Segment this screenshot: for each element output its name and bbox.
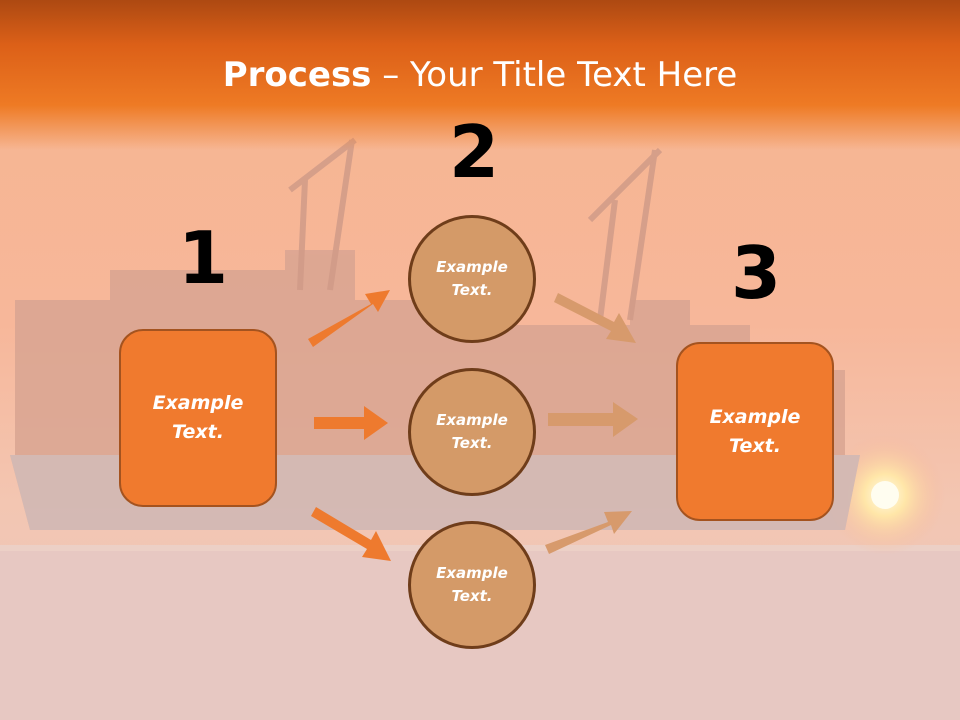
page-title: Process – Your Title Text Here [0, 52, 960, 98]
header-band [0, 0, 960, 150]
arrow-2-bottom-to-3 [545, 511, 632, 554]
step-1-box: Example Text. [119, 329, 277, 507]
step-3-box: Example Text. [676, 342, 834, 521]
step-2-label-middle: Example Text. [436, 411, 508, 452]
step-3-label: Example Text. [709, 405, 801, 457]
title-bold: Process [222, 55, 372, 95]
step-2-circle-top: Example Text. [408, 215, 536, 343]
title-rest: – Your Title Text Here [371, 55, 738, 95]
step-2-circle-bottom: Example Text. [408, 521, 536, 649]
step-2-label-top: Example Text. [436, 258, 508, 299]
step-number-3: 3 [731, 231, 782, 315]
step-number-2: 2 [449, 110, 500, 194]
step-1-label: Example Text. [152, 392, 244, 443]
step-number-1: 1 [178, 216, 229, 300]
arrow-1-to-2-top [308, 290, 390, 347]
arrow-2-top-to-3 [554, 293, 636, 343]
arrow-1-to-2-bottom [311, 507, 391, 561]
step-2-circle-middle: Example Text. [408, 368, 536, 496]
arrow-2-middle-to-3 [548, 402, 638, 437]
step-2-label-bottom: Example Text. [436, 564, 508, 605]
arrow-1-to-2-middle [314, 406, 388, 440]
